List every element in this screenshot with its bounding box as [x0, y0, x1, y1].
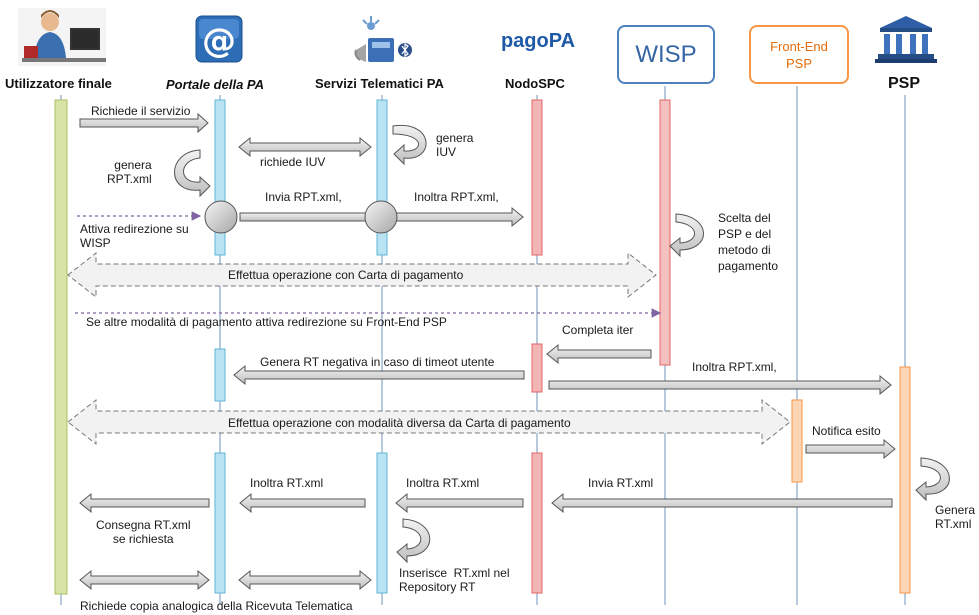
pagopa-logo-icon: pagoPA [501, 30, 575, 52]
label-inoltra-rpt-psp: Inoltra RPT.xml, [692, 360, 777, 374]
activation-bar-portal-2 [214, 348, 226, 402]
label-richiede-servizio: Richiede il servizio [91, 104, 191, 118]
label-effettua-modalita-diversa: Effettua operazione con modalità diversa… [228, 416, 571, 430]
label-invia-rpt: Invia RPT.xml, [265, 190, 342, 204]
label-notifica-esito: Notifica esito [812, 424, 881, 438]
at-sign-portal-icon: @ [195, 15, 243, 63]
arrow-richiede-iuv [238, 136, 372, 158]
label-consegna-rt: Consegna RT.xml se richiesta [96, 518, 191, 546]
arrow-inoltra-rt-serv [395, 492, 524, 514]
label-inoltra-rt-serv: Inoltra RT.xml [406, 476, 480, 490]
actor-box-front-end-psp: Front-End PSP [749, 25, 849, 84]
activation-bar-portal-3 [214, 452, 226, 594]
actor-label-serv: Servizi Telematici PA [315, 76, 444, 91]
activation-bar-user [54, 99, 68, 595]
actor-label-psp: PSP [888, 75, 921, 92]
label-inoltra-rpt-nodo: Inoltra RPT.xml, [414, 190, 499, 204]
activation-bar-psp [899, 366, 911, 594]
label-genera-rpt: genera RPT.xml [107, 158, 152, 186]
bank-building-icon [875, 16, 937, 63]
activation-bar-serv-1 [376, 99, 388, 256]
label-richiede-iuv: richiede IUV [260, 155, 326, 169]
arrow-invia-rt [551, 492, 893, 514]
activation-bar-wisp [659, 99, 671, 366]
activation-bar-nodo-1 [531, 99, 543, 256]
label-invia-rt: Invia RT.xml [588, 476, 654, 490]
actor-box-wisp: WISP [617, 25, 715, 84]
loop-genera-rpt [174, 149, 211, 198]
loop-inserisce-rt [396, 518, 431, 564]
arrow-consegna-rt [79, 492, 210, 514]
arrow-inoltra-rpt-nodo [391, 206, 524, 228]
arrow-inoltra-rt-portal [239, 492, 366, 514]
block-arrow-carta-pagamento [67, 251, 657, 299]
arrow-copia-analogica-1 [79, 569, 210, 591]
svg-text:pagoPA: pagoPA [501, 30, 575, 52]
svg-text:@: @ [202, 21, 236, 61]
label-rt-negativa: Genera RT negativa in caso di timeot ute… [260, 355, 495, 369]
invia-rpt-connector [204, 200, 398, 234]
block-arrow-modalita-diversa [67, 398, 791, 446]
label-inserisce-rt: Inserisce RT.xml nel Repository RT [399, 566, 510, 594]
loop-genera-rt [915, 457, 950, 502]
arrow-rt-negativa [233, 364, 525, 386]
activation-bar-serv-2 [376, 452, 388, 594]
label-altre-modalita: Se altre modalità di pagamento attiva re… [86, 315, 447, 329]
label-effettua-carta: Effettua operazione con Carta di pagamen… [228, 268, 464, 282]
arrow-completa-iter [546, 343, 652, 365]
activation-bar-portal-1 [214, 99, 226, 256]
activation-bar-nodo-3 [531, 452, 543, 594]
arrow-richiede-servizio [79, 112, 209, 134]
label-inoltra-rt-portal: Inoltra RT.xml [250, 476, 324, 490]
person-at-desk-icon [18, 8, 106, 66]
arrow-notifica-esito [805, 438, 896, 460]
label-completa-iter: Completa iter [562, 323, 634, 337]
label-attiva-redirezione-wisp: Attiva redirezione su WISP [80, 222, 189, 250]
arrow-inoltra-rpt-psp [548, 374, 892, 396]
activation-bar-fe [791, 399, 803, 483]
activation-bar-nodo-2 [531, 343, 543, 393]
loop-genera-iuv [392, 124, 427, 166]
arrow-copia-analogica-2 [238, 569, 372, 591]
label-genera-iuv: genera IUV [436, 131, 474, 159]
label-copia-analogica: Richiede copia analogica della Ricevuta … [80, 599, 353, 613]
network-services-icon [354, 16, 412, 62]
loop-scelta-psp [669, 213, 704, 258]
actor-label-user: Utilizzatore finale [5, 76, 112, 91]
actor-label-nodo: NodoSPC [505, 76, 565, 91]
actor-label-portal: Portale della PA [166, 77, 265, 92]
label-genera-rt: Genera RT.xml [935, 503, 976, 531]
label-scelta-psp: Scelta del PSP e del metodo di pagamento [718, 211, 779, 273]
